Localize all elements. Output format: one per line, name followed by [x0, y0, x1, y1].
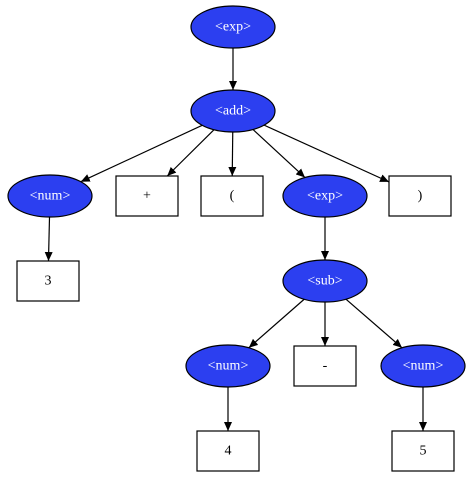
node-add: <add>	[190, 89, 276, 133]
node-label: <exp>	[215, 20, 251, 35]
node-ellipse	[185, 344, 271, 388]
node-box	[391, 430, 455, 472]
node-box	[16, 260, 80, 302]
node-label: <num>	[403, 359, 444, 374]
node-box	[200, 175, 264, 217]
node-lparen: (	[200, 175, 264, 217]
edge-add-to-num1	[80, 124, 203, 183]
node-label: <exp>	[307, 189, 343, 204]
edge-add-to-lparen	[228, 131, 237, 177]
node-label: 5	[420, 444, 427, 459]
node-label: 3	[45, 274, 52, 289]
node-sub: <sub>	[282, 259, 368, 303]
node-ellipse	[380, 344, 466, 388]
node-label: <num>	[30, 189, 71, 204]
node-ellipse	[7, 174, 93, 218]
node-num1: <num>	[7, 174, 93, 218]
node-minus: -	[293, 345, 357, 387]
edge-num1-to-three	[44, 216, 53, 262]
node-box	[196, 430, 260, 472]
node-ellipse	[282, 174, 368, 218]
node-label: (	[230, 189, 235, 204]
node-exp1: <exp>	[190, 5, 276, 49]
node-plus: +	[115, 175, 179, 217]
node-ellipse	[190, 5, 276, 49]
node-label: <num>	[208, 359, 249, 374]
node-three: 3	[16, 260, 80, 302]
node-box	[388, 175, 452, 217]
node-exp2: <exp>	[282, 174, 368, 218]
node-box	[115, 175, 179, 217]
node-label: +	[143, 189, 151, 204]
node-ellipse	[190, 89, 276, 133]
node-box	[293, 345, 357, 387]
edges-layer	[44, 48, 427, 431]
edge-add-to-rparen	[263, 124, 390, 183]
node-ellipse	[282, 259, 368, 303]
edge-sub-to-num3	[345, 298, 403, 349]
node-num2: <num>	[185, 344, 271, 388]
edge-add-to-plus	[166, 129, 215, 177]
nodes-layer: <exp> <add> <num> + ( <exp>) 3 <sub> <num> - <num>…	[7, 5, 466, 472]
node-rparen: )	[388, 175, 452, 217]
edge-add-to-exp2	[252, 129, 306, 178]
edge-sub-to-num2	[248, 298, 305, 349]
node-label: <add>	[215, 104, 251, 119]
node-four: 4	[196, 430, 260, 472]
node-five: 5	[391, 430, 455, 472]
node-label: -	[323, 359, 328, 374]
node-label: <sub>	[307, 274, 342, 289]
node-label: )	[418, 189, 423, 204]
node-num3: <num>	[380, 344, 466, 388]
node-label: 4	[225, 444, 232, 459]
